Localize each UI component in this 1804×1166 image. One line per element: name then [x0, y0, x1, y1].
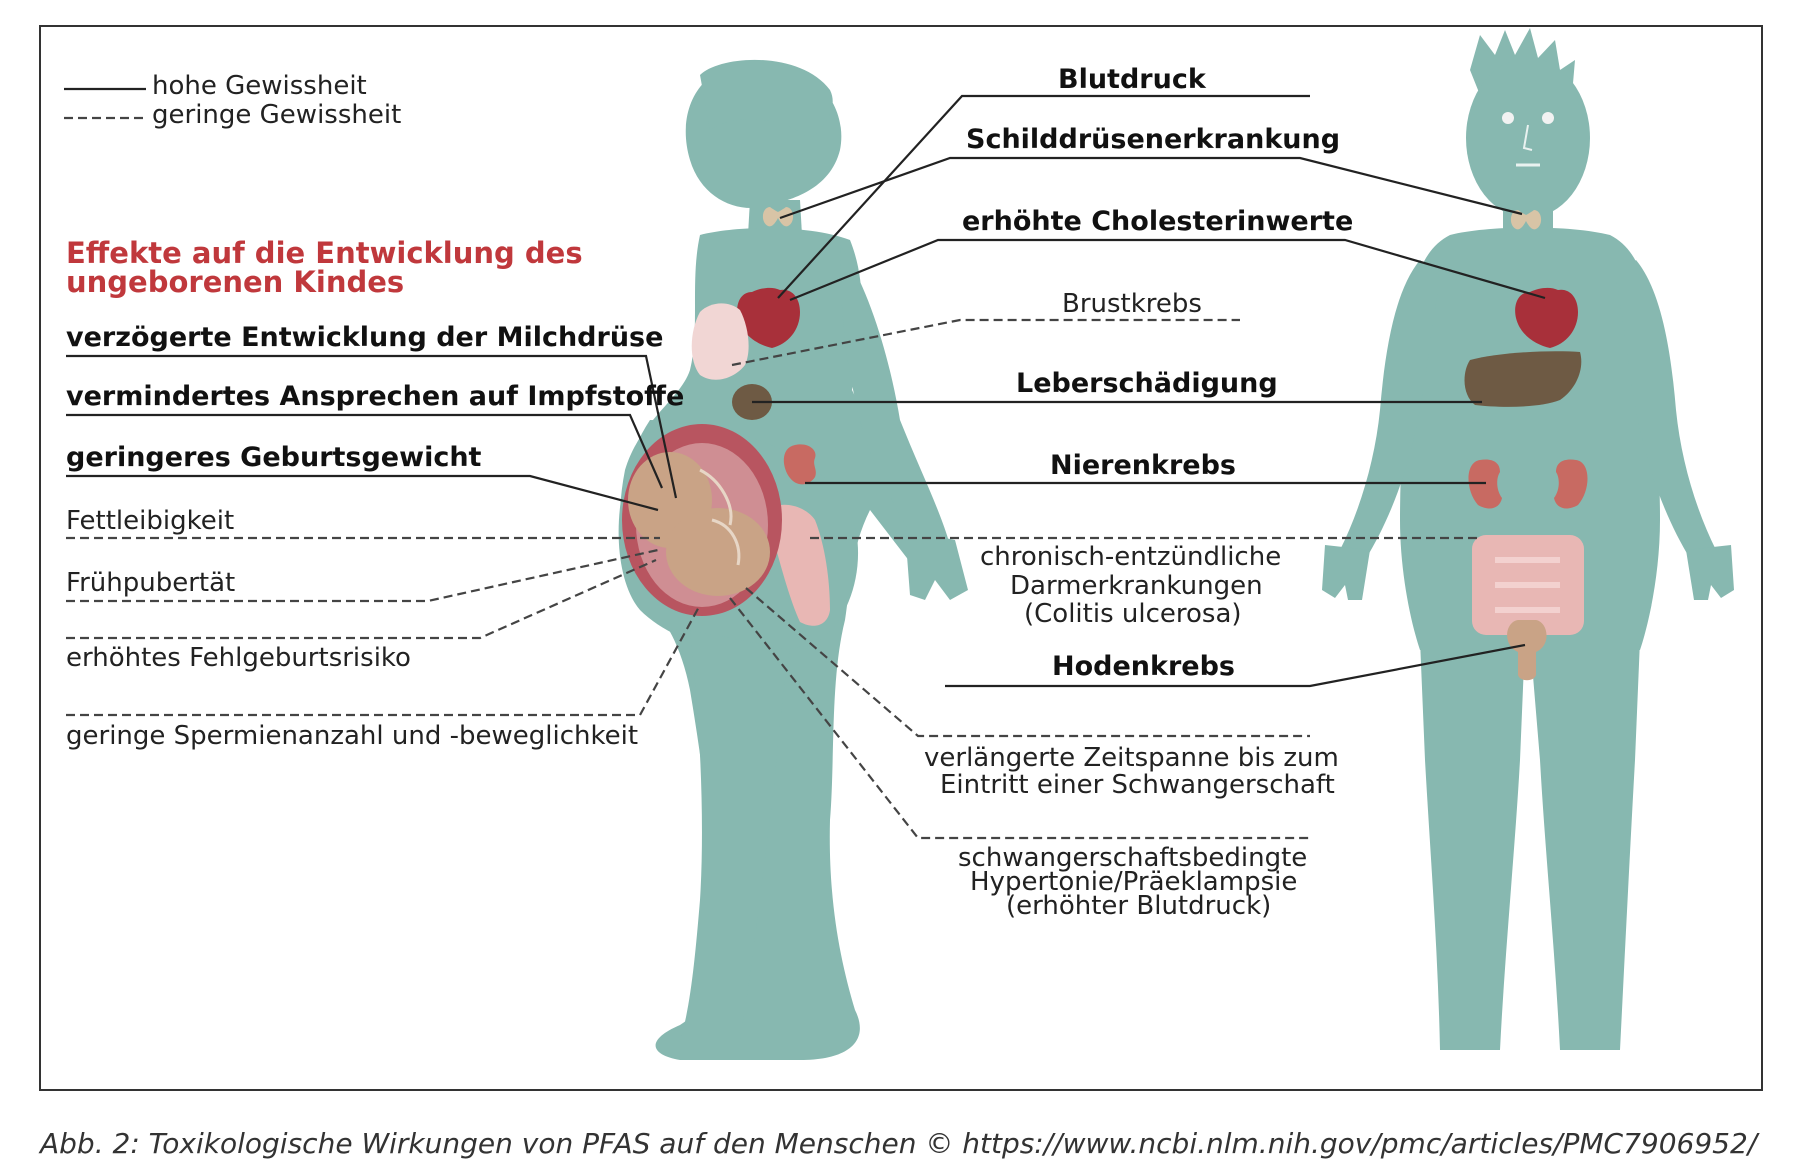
liver-icon [1464, 351, 1582, 407]
line-miscarriage [66, 558, 657, 640]
intestine-icon [1472, 535, 1584, 635]
line-conception [745, 587, 1310, 738]
label-preeclampsia-2: Hypertonie/Präeklampsie [970, 867, 1297, 897]
label-conception-1: verlängerte Zeitspanne bis zum [924, 743, 1339, 773]
fetus-icon [628, 452, 770, 596]
label-testicular: Hodenkrebs [1052, 651, 1235, 682]
legend-solid-label: hohe Gewissheit [152, 71, 367, 101]
line-puberty [66, 548, 659, 603]
line-testicular [945, 643, 1526, 688]
label-colitis-1: chronisch-entzündliche [980, 542, 1281, 572]
label-blood-pressure: Blutdruck [1058, 64, 1207, 95]
label-liver: Leberschädigung [1016, 368, 1278, 399]
label-colitis-2: Darmerkrankungen [1010, 571, 1263, 601]
label-obesity: Fettleibigkeit [66, 506, 234, 536]
kidney-icon [783, 444, 816, 485]
label-preeclampsia-3: (erhöhter Blutdruck) [1006, 891, 1271, 921]
line-birth-weight [66, 474, 659, 512]
label-conception-2: Eintritt einer Schwangerschaft [940, 770, 1335, 800]
thyroid-icon [762, 207, 794, 227]
label-miscarriage: erhöhtes Fehlgeburtsrisiko [66, 643, 411, 673]
line-milk-gland [66, 354, 678, 499]
line-vaccine [66, 413, 664, 489]
label-sperm: geringe Spermienanzahl und -beweglichkei… [66, 721, 638, 751]
label-birth-weight: geringeres Geburtsgewicht [66, 442, 482, 473]
man-figure [1322, 28, 1734, 1050]
thyroid-icon [1510, 210, 1542, 230]
label-cholesterol: erhöhte Cholesterinwerte [962, 206, 1353, 237]
man-organs [1464, 210, 1588, 681]
label-breast-cancer: Brustkrebs [1062, 289, 1202, 319]
intestine-icon [766, 504, 830, 626]
line-thyroid [779, 156, 1523, 220]
heart-icon [737, 287, 800, 348]
kidney-icon [1554, 459, 1588, 509]
label-puberty: Frühpubertät [66, 568, 235, 598]
line-breast-cancer [731, 318, 1240, 367]
heart-icon [1515, 287, 1578, 348]
label-milk-gland: verzögerte Entwicklung der Milchdrüse [66, 322, 663, 353]
label-colitis-3: (Colitis ulcerosa) [1024, 599, 1242, 629]
testis-icon [1507, 620, 1547, 681]
line-cholesterol [789, 238, 1546, 302]
label-kidney: Nierenkrebs [1050, 450, 1236, 481]
figure-caption: Abb. 2: Toxikologische Wirkungen von PFA… [38, 1127, 1760, 1160]
line-sperm [66, 604, 701, 717]
legend: hohe Gewissheit geringe Gewissheit [64, 71, 401, 130]
line-blood-pressure [777, 94, 1310, 299]
unborn-heading-line2: ungeborenen Kindes [66, 265, 404, 299]
legend-dashed-label: geringe Gewissheit [152, 100, 401, 130]
label-preeclampsia-1: schwangerschaftsbedingte [958, 843, 1307, 873]
unborn-heading-line1: Effekte auf die Entwicklung des [66, 236, 583, 270]
label-thyroid: Schilddrüsenerkrankung [966, 124, 1340, 155]
label-vaccine: vermindertes Ansprechen auf Impfstoffe [66, 381, 684, 412]
breast-icon [691, 303, 749, 380]
line-preeclampsia [729, 597, 1310, 840]
woman-organs [622, 207, 830, 626]
